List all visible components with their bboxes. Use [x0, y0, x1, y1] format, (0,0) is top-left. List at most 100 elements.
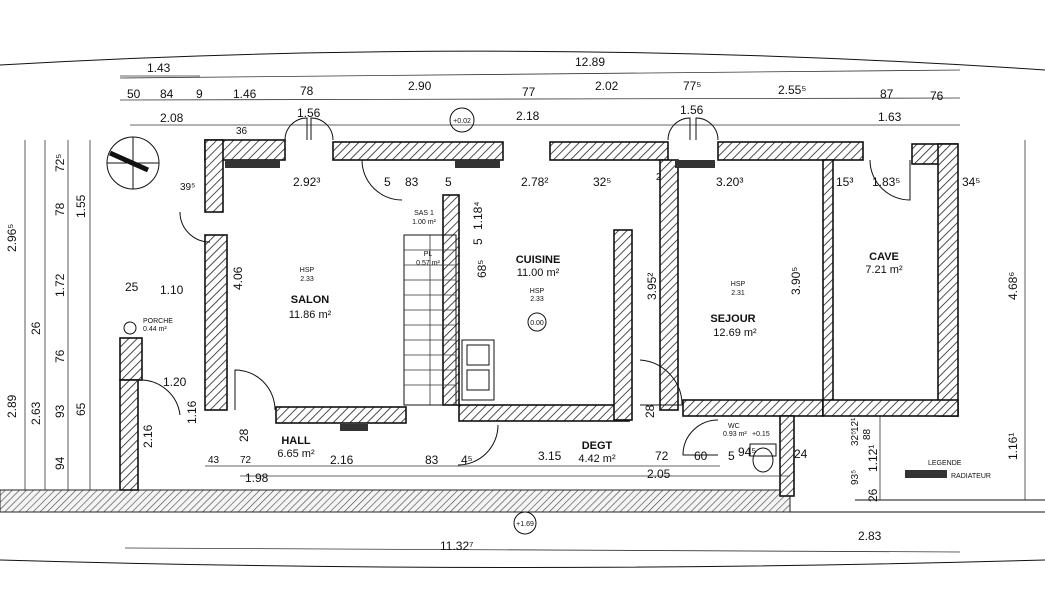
dim-label: 93 [53, 404, 67, 418]
room-name: SALON [291, 294, 330, 306]
room-name: PORCHE [143, 318, 173, 325]
room-wc: WC 0.93 m² +0.15 [723, 423, 770, 438]
dim-label: 93⁵ [850, 470, 861, 485]
hsp-label: HSP [300, 267, 315, 274]
dim-label: 2.08 [160, 111, 184, 125]
dim-label: 1.10 [160, 283, 184, 297]
dim-label: 83 [405, 175, 419, 189]
dim-label: 72 [240, 455, 252, 466]
dim-label: 2.89 [5, 394, 19, 418]
dim-label: 2.16 [141, 424, 155, 448]
room-cave: CAVE 7.21 m² [865, 251, 903, 276]
room-area: 11.86 m² [289, 309, 332, 321]
staircase [403, 234, 457, 406]
dim-label: 4.06 [231, 266, 245, 290]
top-dimension-lines [119, 69, 961, 553]
hsp-label: HSP [731, 281, 746, 288]
dim-label: 28 [643, 404, 657, 418]
level-top: +0.02 [453, 118, 471, 125]
dim-label: 32⁵ [850, 431, 861, 446]
room-name: SEJOUR [710, 313, 755, 325]
dim-label: 5 [728, 449, 735, 463]
dim-label: 2.05 [647, 467, 671, 481]
bottom-dimensions: 43 72 2.16 83 4⁵ 3.15 72 60 5 94⁵ 24 1.9… [205, 445, 808, 485]
left-dimension-lines [24, 140, 1026, 500]
dim-label: 28 [237, 428, 251, 442]
north-compass [106, 136, 160, 190]
dim-label: 1.56 [297, 106, 321, 120]
dim-label: 72⁵ [53, 154, 67, 172]
room-area: 0.93 m² [723, 431, 747, 438]
room-pl: PL 0.57 m² [416, 251, 440, 267]
dim-label: 87 [880, 87, 894, 101]
left-dimensions: 2.96⁵ 72⁵ 78 1.55 1.72 26 76 2.89 2.63 9… [5, 154, 184, 470]
room-sas: SAS 1 1.00 m² [412, 210, 436, 226]
dim-label: 1.20 [163, 375, 187, 389]
room-name: CAVE [869, 251, 899, 263]
dim-label: 39⁵ [180, 182, 195, 193]
overall-length: 12.89 [575, 55, 605, 69]
bottom-length: 11.32⁷ [440, 539, 473, 553]
room-area: 1.00 m² [412, 219, 436, 226]
top-dimensions: 1.43 50 84 9 1.46 78 2.90 77 2.02 77⁵ 2.… [127, 61, 944, 125]
dim-label: 1.18⁴ [471, 201, 485, 230]
dim-label: 1.16¹ [1006, 433, 1020, 460]
hsp-label: HSP [530, 288, 545, 295]
dim-label: 9 [196, 87, 203, 101]
dim-label: 1.16 [185, 400, 199, 424]
dim-label: 2.92³ [293, 175, 320, 189]
dim-label: 1.63 [878, 110, 902, 124]
dim-label: 78 [53, 202, 67, 216]
dim-label: 94 [53, 456, 67, 470]
room-area: 0.57 m² [416, 260, 440, 267]
dim-label: 76 [930, 89, 944, 103]
dim-label: 26 [866, 488, 880, 502]
dim-label: 15³ [836, 175, 853, 189]
dim-label: 36 [236, 126, 248, 137]
dim-label: 5 [445, 175, 452, 189]
room-salon: HSP 2.33 SALON 11.86 m² [289, 267, 332, 321]
dim-label: 24 [794, 447, 808, 461]
dim-label: 1.72 [53, 273, 67, 297]
room-sejour: HSP 2.31 SEJOUR 12.69 m² [710, 281, 757, 339]
room-name: SAS 1 [414, 210, 434, 217]
level-bottom: +1.69 [516, 521, 534, 528]
dim-label: 2.90 [408, 79, 432, 93]
dim-label: 2.16 [330, 453, 354, 467]
right-extent: 2.83 [858, 529, 882, 543]
room-area: 6.65 m² [277, 448, 315, 460]
dim-label: 2.63 [29, 401, 43, 425]
room-name: PL [424, 251, 433, 258]
legend-title: LEGENDE [928, 460, 962, 467]
kitchen-sink [461, 339, 495, 401]
dim-label: 84 [160, 87, 174, 101]
site-boundary [0, 50, 1045, 568]
wc-level: +0.15 [752, 431, 770, 438]
dim-label: 5 [471, 238, 485, 245]
door-arcs [141, 117, 911, 466]
dim-label: 3.20³ [716, 175, 743, 189]
dim-label: 2.55⁵ [778, 83, 806, 97]
legend: LEGENDE RADIATEUR [928, 460, 991, 480]
room-name: CUISINE [516, 254, 561, 266]
hsp-value: 2.33 [530, 296, 544, 303]
dim-label: 12¹ [850, 417, 861, 432]
dim-label: 43 [208, 455, 220, 466]
interior-dimensions: 36 39⁵ 2.92³ 5 83 5 2.78² 32⁵ 2 3.20³ 15… [141, 126, 980, 448]
dim-label: 3.95² [645, 273, 659, 300]
overall-dimensions: 12.89 11.32⁷ 2.83 [440, 55, 882, 553]
right-dimensions: 4.68⁶ 1.16¹ 1.12¹ 93⁵ 26 32⁵ 12¹ 88 [850, 272, 1020, 502]
dim-label: 77 [522, 85, 536, 99]
dim-label: 60 [694, 449, 708, 463]
dim-label: 5 [384, 175, 391, 189]
dim-label: 2.18 [516, 109, 540, 123]
walls [119, 139, 959, 497]
room-degt: DEGT 4.42 m² [578, 440, 616, 465]
dim-label: 4.68⁶ [1006, 272, 1020, 300]
room-area: 11.00 m² [517, 267, 560, 279]
dim-label: 1.83⁵ [872, 175, 900, 189]
dim-label: 1.46 [233, 87, 257, 101]
dim-label: 88 [862, 428, 873, 440]
dim-label: 78 [300, 84, 314, 98]
